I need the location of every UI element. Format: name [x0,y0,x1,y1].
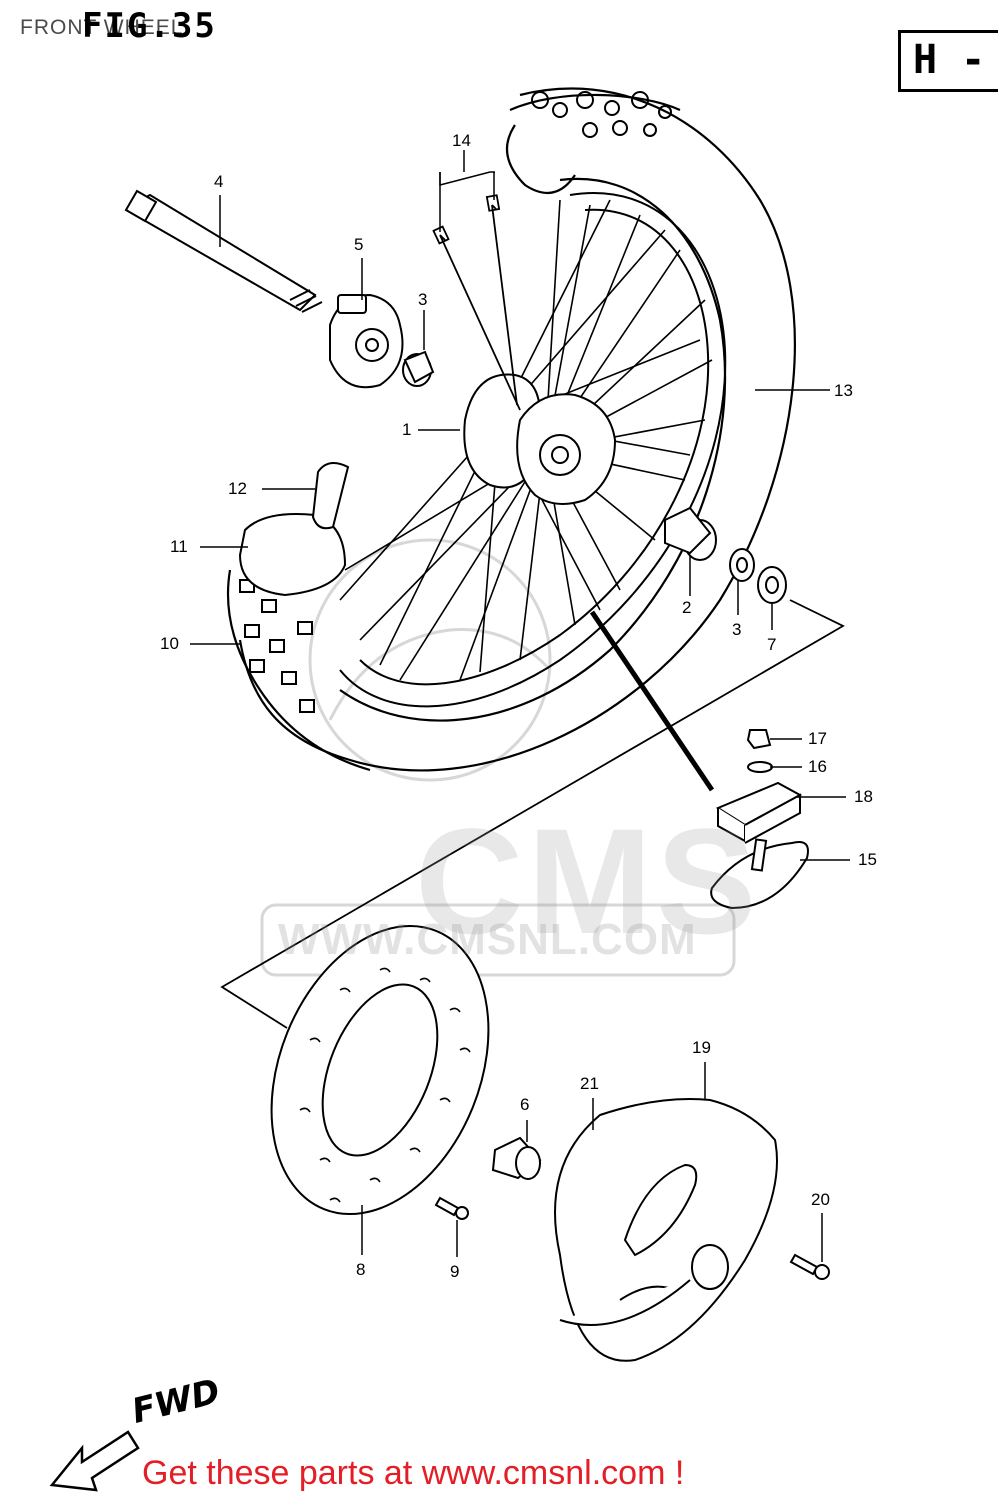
callout-4: 4 [214,172,224,191]
callout-10: 10 [160,634,179,653]
inner-tube [238,462,350,597]
callout-1: 1 [402,420,412,439]
callout-8: 8 [356,1260,366,1279]
callout-20: 20 [811,1190,830,1209]
callout-13: 13 [834,381,853,400]
callout-19: 19 [692,1038,711,1057]
tire-tread-top [531,91,672,138]
callout-17: 17 [808,729,827,748]
callout-5: 5 [354,235,364,254]
callout-3-upper: 3 [418,290,428,309]
section-badge: H - [898,30,998,92]
wheel-spacer [491,1136,542,1180]
callout-16: 16 [808,757,827,776]
tire-tread-bottom [239,579,315,713]
forward-arrow-icon [49,1430,140,1492]
rimlock-indicator-line [589,610,715,792]
callout-18: 18 [854,787,873,806]
callout-11: 11 [170,537,188,556]
assembly-outline [220,599,845,1029]
callout-2: 2 [682,598,692,617]
callout-9: 9 [450,1262,460,1281]
speedometer-gearbox [329,293,404,389]
callout-14: 14 [452,131,471,150]
section-letter: H - [913,37,986,83]
callout-7: 7 [767,635,777,654]
figure-number: FIG.35 [82,6,217,46]
watermark-url: WWW.CMSNL.COM [278,915,697,964]
get-parts-link[interactable]: Get these parts at www.cmsnl.com ! [142,1454,685,1492]
leader-lines [190,150,850,1262]
section-caption: FRONT WHEEL [20,16,184,39]
disc-cover [554,1098,778,1362]
spoke-nipples [432,194,521,411]
disc-bolt [434,1196,469,1220]
brake-disc [270,924,490,1216]
watermark-logo: CMS [415,797,761,965]
callout-15: 15 [858,850,877,869]
front-axle [124,189,323,313]
front-tire [226,87,796,772]
callout-6: 6 [520,1095,530,1114]
callout-12: 12 [228,479,247,498]
callout-21: 21 [580,1074,599,1093]
spacers-bearings [402,350,787,604]
callout-3-lower: 3 [732,620,742,639]
rim-lock [710,729,809,910]
wheel-hub [463,373,617,505]
cover-bolt [789,1253,830,1280]
